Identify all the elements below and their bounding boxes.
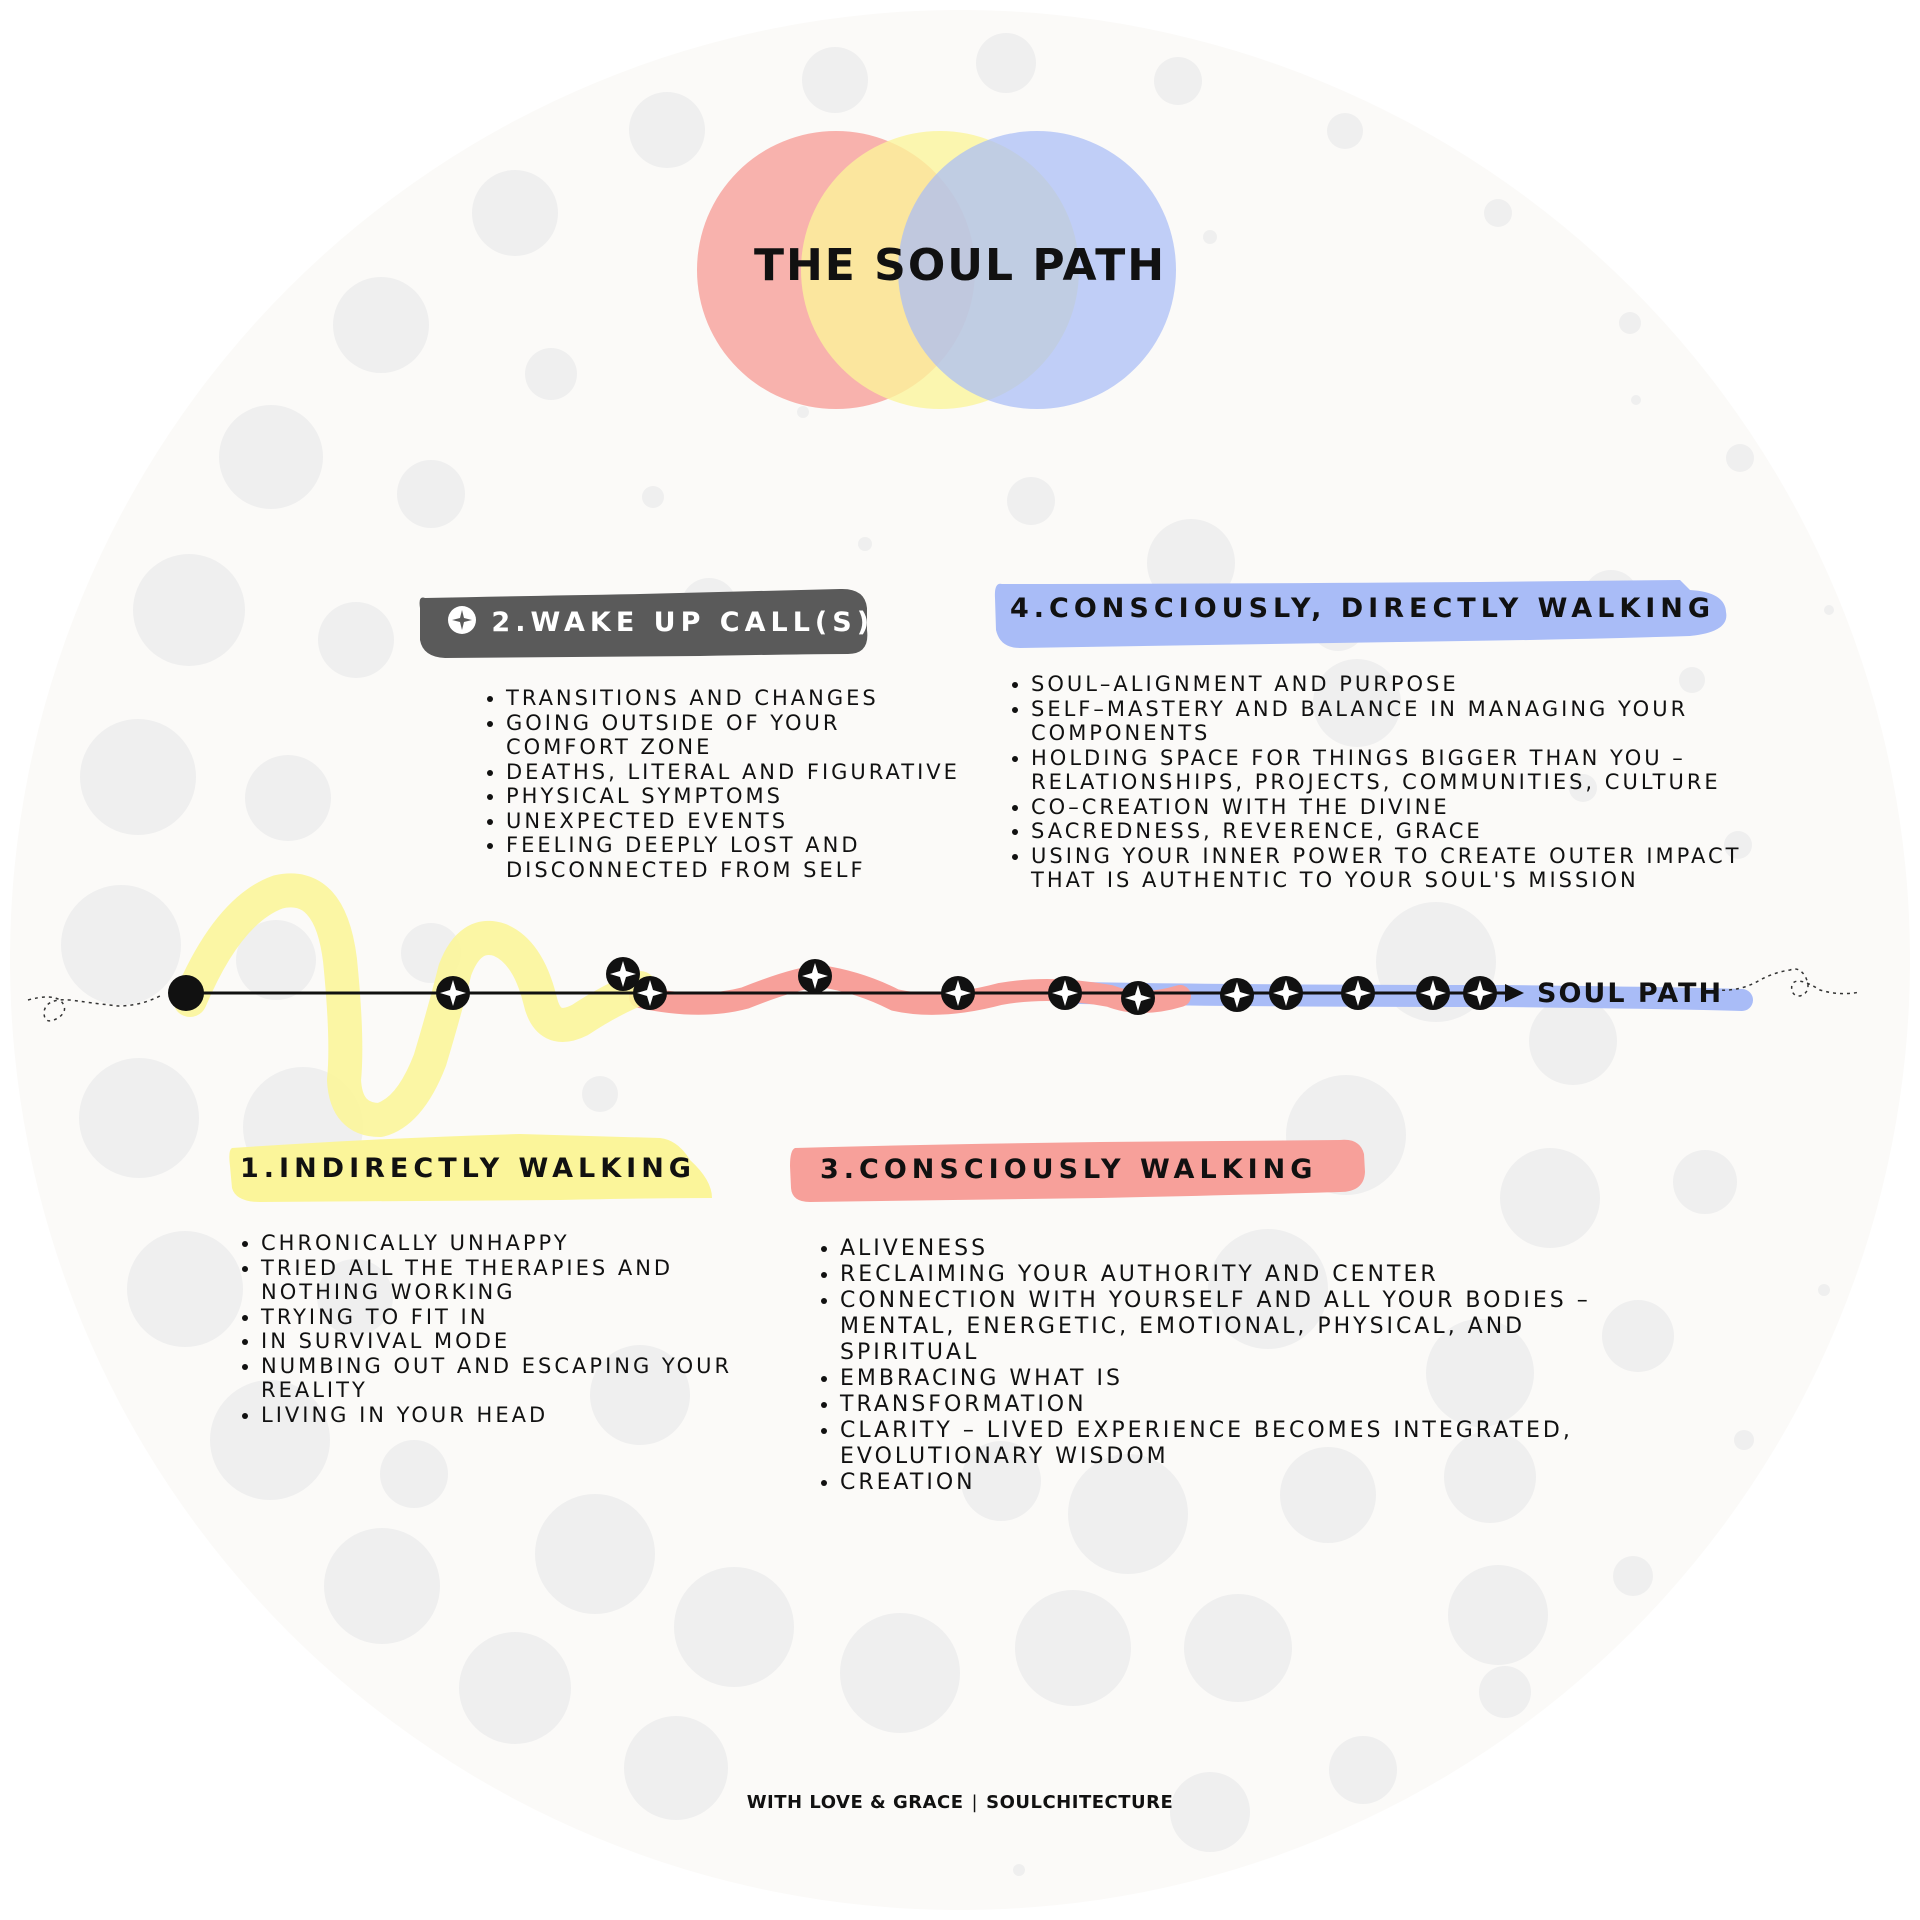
soul-path-label: SOUL PATH <box>1537 978 1724 1009</box>
list-item: TRIED ALL THE THERAPIES AND NOTHING WORK… <box>261 1256 741 1305</box>
list-item: EMBRACING WHAT IS <box>840 1366 1660 1392</box>
wake-up-label: 2.WAKE UP CALL(S) <box>447 605 874 642</box>
path-start-dot <box>168 975 204 1011</box>
list-item: FEELING DEEPLY LOST AND DISCONNECTED FRO… <box>506 833 966 882</box>
milestone-icon <box>1121 981 1155 1015</box>
list-item: IN SURVIVAL MODE <box>261 1329 741 1354</box>
milestone-icon <box>1463 976 1497 1010</box>
milestone-icon <box>798 959 832 993</box>
list-item: DEATHS, LITERAL AND FIGURATIVE <box>506 760 966 785</box>
list-item: UNEXPECTED EVENTS <box>506 809 966 834</box>
page-title: THE SOUL PATH <box>753 240 1167 291</box>
background-dots <box>61 33 1834 1876</box>
conscious-label-brush <box>790 1139 1365 1202</box>
direct-label-brush <box>994 580 1727 648</box>
indirect-walking-list: CHRONICALLY UNHAPPY TRIED ALL THE THERAP… <box>233 1231 741 1427</box>
path-milestones <box>436 957 1497 1015</box>
direct-walking-list: SOUL–ALIGNMENT AND PURPOSE SELF–MASTERY … <box>1003 672 1791 893</box>
list-item: USING YOUR INNER POWER TO CREATE OUTER I… <box>1031 844 1791 893</box>
list-item: NUMBING OUT AND ESCAPING YOUR REALITY <box>261 1354 741 1403</box>
background-disc <box>10 10 1910 1910</box>
right-dotted-squiggle <box>1714 968 1861 997</box>
list-item: TRANSITIONS AND CHANGES <box>506 686 966 711</box>
list-item: CHRONICALLY UNHAPPY <box>261 1231 741 1256</box>
venn-circle-blue <box>898 131 1176 409</box>
list-item: SACREDNESS, REVERENCE, GRACE <box>1031 819 1791 844</box>
list-item: RECLAIMING YOUR AUTHORITY AND CENTER <box>840 1262 1660 1288</box>
list-item: HOLDING SPACE FOR THINGS BIGGER THAN YOU… <box>1031 746 1791 795</box>
list-item: CLARITY – LIVED EXPERIENCE BECOMES INTEG… <box>840 1418 1660 1470</box>
list-item: LIVING IN YOUR HEAD <box>261 1403 741 1428</box>
milestone-icon <box>606 957 640 991</box>
wake-up-list: TRANSITIONS AND CHANGES GOING OUTSIDE OF… <box>478 686 966 882</box>
milestone-icon <box>633 976 667 1010</box>
list-item: CONNECTION WITH YOURSELF AND ALL YOUR BO… <box>840 1288 1660 1366</box>
list-item: ALIVENESS <box>840 1236 1660 1262</box>
milestone-icon <box>1416 976 1450 1010</box>
milestone-icon <box>941 976 975 1010</box>
milestone-icon <box>436 976 470 1010</box>
list-item: SOUL–ALIGNMENT AND PURPOSE <box>1031 672 1791 697</box>
red-path-highlight <box>629 964 1191 1015</box>
conscious-walking-label: 3.CONSCIOUSLY WALKING <box>820 1154 1318 1185</box>
footer-right: SOULCHITECTURE <box>986 1792 1174 1813</box>
wake-label-brush <box>419 588 868 658</box>
footer-credit: WITH LOVE & GRACE | SOULCHITECTURE <box>0 1792 1920 1813</box>
milestone-icon <box>1220 978 1254 1012</box>
indirect-walking-label: 1.INDIRECTLY WALKING <box>240 1153 696 1184</box>
list-item: PHYSICAL SYMPTOMS <box>506 784 966 809</box>
list-item: CREATION <box>840 1470 1660 1496</box>
left-dotted-squiggle <box>27 995 161 1022</box>
milestone-icon <box>1341 976 1375 1010</box>
indirect-label-brush <box>229 1134 713 1202</box>
sparkle-circle-icon <box>447 605 477 642</box>
list-item: GOING OUTSIDE OF YOUR COMFORT ZONE <box>506 711 966 760</box>
footer-separator: | <box>971 1792 979 1813</box>
direct-walking-label: 4.CONSCIOUSLY, DIRECTLY WALKING <box>1010 593 1716 624</box>
milestone-icon <box>1048 976 1082 1010</box>
milestone-icon <box>1269 976 1303 1010</box>
wake-up-label-text: 2.WAKE UP CALL(S) <box>491 607 875 638</box>
list-item: CO–CREATION WITH THE DIVINE <box>1031 795 1791 820</box>
yellow-path-squiggle <box>173 873 657 1137</box>
venn-logo <box>697 131 1176 409</box>
list-item: TRANSFORMATION <box>840 1392 1660 1418</box>
footer-left: WITH LOVE & GRACE <box>746 1792 964 1813</box>
path-arrow-icon <box>1505 984 1524 1002</box>
list-item: TRYING TO FIT IN <box>261 1305 741 1330</box>
conscious-walking-list: ALIVENESS RECLAIMING YOUR AUTHORITY AND … <box>812 1236 1660 1496</box>
list-item: SELF–MASTERY AND BALANCE IN MANAGING YOU… <box>1031 697 1791 746</box>
